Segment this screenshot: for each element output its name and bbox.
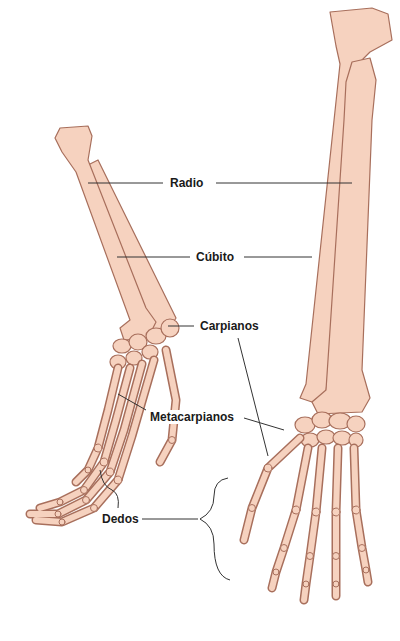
part-label: Radio <box>168 176 205 190</box>
part-label: Cúbito <box>194 250 236 264</box>
part-label: Metacarpianos <box>148 410 236 424</box>
part-label: Carpianos <box>198 319 261 333</box>
leader-line <box>88 183 352 580</box>
part-label: Dedos <box>100 512 141 526</box>
